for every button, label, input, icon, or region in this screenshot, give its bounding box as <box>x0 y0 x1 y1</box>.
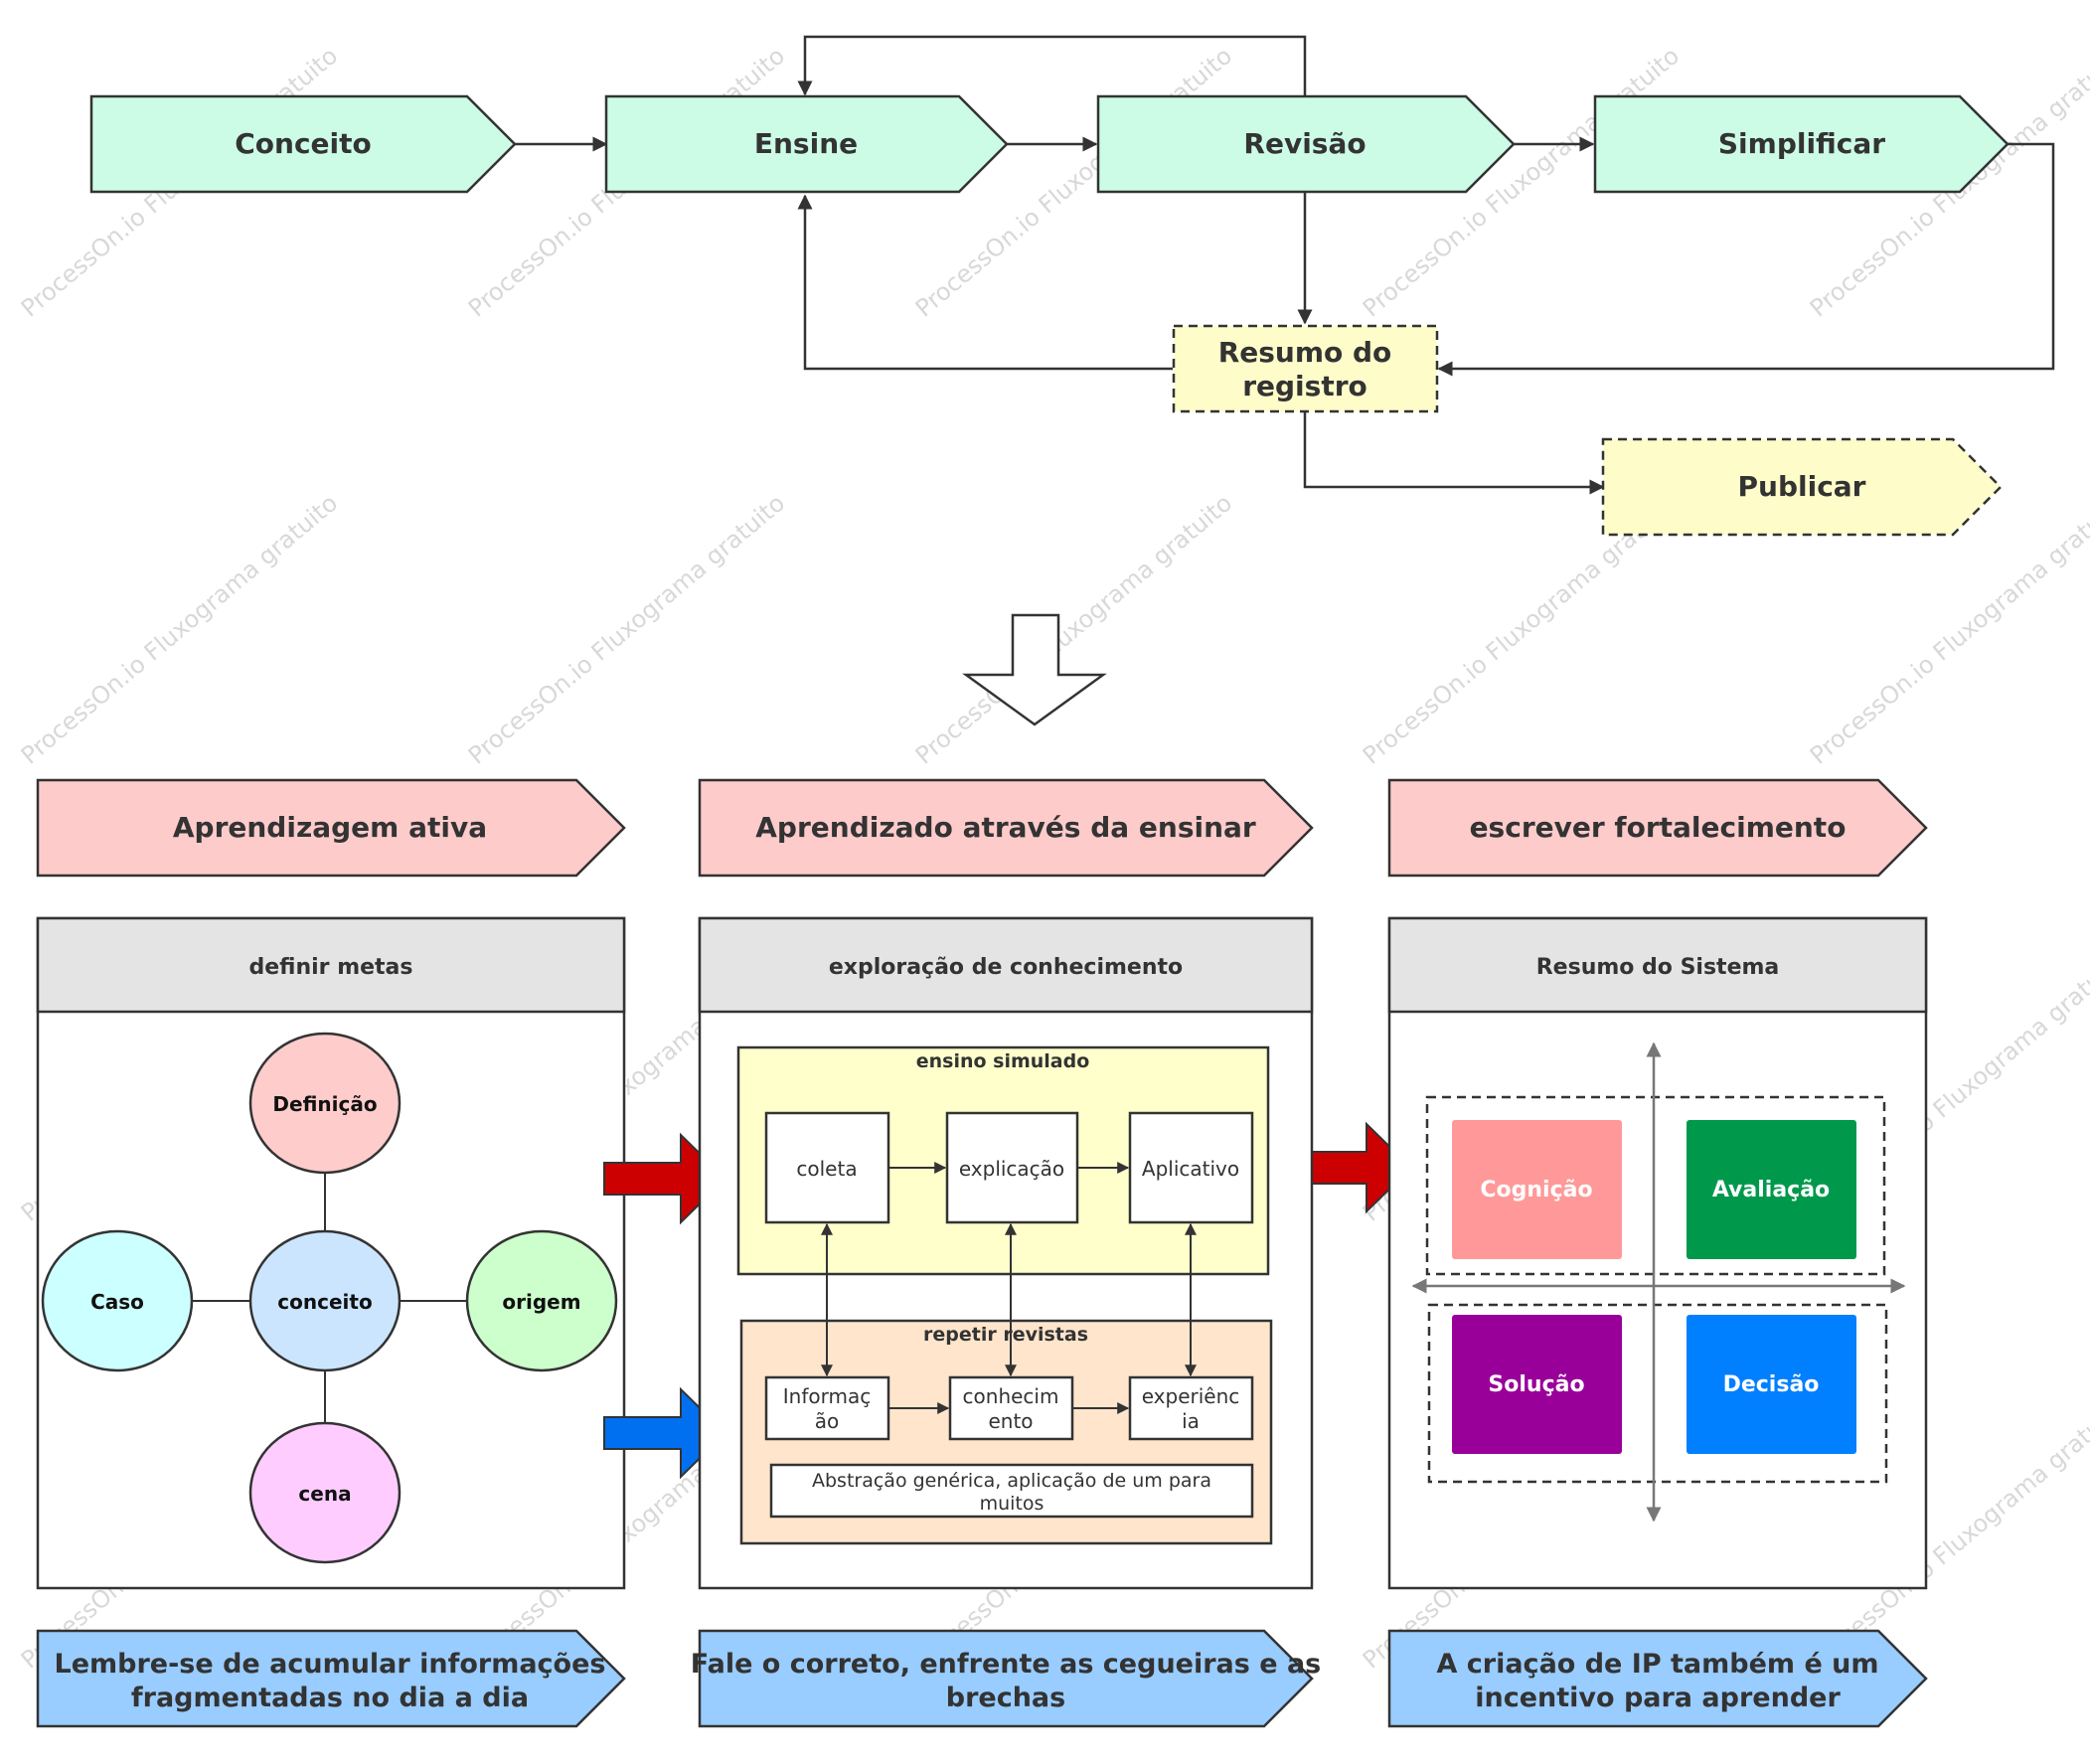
mindmap-node-conceito[interactable]: conceito <box>248 1229 402 1372</box>
panel-exploracao-conhecimento: exploração de conhecimento ensino simula… <box>698 916 1314 1590</box>
watermark: ProcessOn.io Fluxograma gratuito <box>463 489 790 770</box>
watermark: ProcessOn.io Fluxograma gratuito <box>16 489 343 770</box>
box-coleta-label: coleta <box>796 1157 857 1181</box>
node-simplificar-label: Simplificar <box>1718 127 1885 160</box>
connector-revisao-loop-ensine <box>797 35 1307 96</box>
connector-resumo-ensine <box>797 194 1173 371</box>
ensino-simulado-title: ensino simulado <box>916 1050 1090 1072</box>
column-footer-1-line1: Lembre-se de acumular informações <box>54 1649 605 1680</box>
box-experiencia-label-line2: ia <box>1182 1409 1200 1433</box>
quadrant-solucao[interactable]: Solução <box>1452 1315 1622 1454</box>
panel-1-title: definir metas <box>249 955 413 980</box>
column-footer-2-line1: Fale o correto, enfrente as cegueiras e … <box>691 1649 1322 1680</box>
node-resumo-label-line2: registro <box>1242 370 1367 402</box>
box-informacao-label-line2: ão <box>815 1409 840 1433</box>
mindmap-definicao-label: Definição <box>272 1092 377 1116</box>
down-arrow-outline <box>962 613 1107 726</box>
node-simplificar[interactable]: Simplificar <box>1593 94 2010 194</box>
box-abstracao-label-line1: Abstração genérica, aplicação de um para <box>812 1470 1211 1492</box>
connector-simplificar-resumo <box>1437 142 2055 377</box>
watermark: ProcessOn.io Fluxograma gratuito <box>910 489 1237 770</box>
column-footer-3-line2: incentivo para aprender <box>1475 1683 1841 1713</box>
node-conceito-label: Conceito <box>235 127 372 160</box>
mindmap-cena-label: cena <box>298 1482 351 1506</box>
box-informacao-label-line1: Informaç <box>783 1384 871 1408</box>
repetir-revistas-title: repetir revistas <box>923 1324 1088 1346</box>
quadrant-avaliacao[interactable]: Avaliação <box>1687 1120 1856 1259</box>
column-header-3-label: escrever fortalecimento <box>1470 811 1847 844</box>
node-revisao[interactable]: Revisão <box>1096 94 1516 194</box>
mindmap-node-cena[interactable]: cena <box>248 1421 402 1564</box>
box-coleta[interactable] <box>764 1111 890 1224</box>
column-footer-1: Lembre-se de acumular informações fragme… <box>36 1629 626 1728</box>
column-header-2: Aprendizado através da ensinar <box>698 778 1314 878</box>
column-header-1-label: Aprendizagem ativa <box>173 811 487 844</box>
top-flowchart: Conceito Ensine Revisão Simplificar Resu… <box>89 35 2055 537</box>
node-ensine[interactable]: Ensine <box>604 94 1009 194</box>
group-ensino-simulado: ensino simulado coleta explicação Aplica… <box>736 1045 1270 1276</box>
quadrant-solucao-label: Solução <box>1488 1372 1584 1397</box>
node-publicar[interactable]: Publicar <box>1601 437 2003 537</box>
mindmap-conceito-label: conceito <box>277 1290 372 1314</box>
box-experiencia-label-line1: experiênc <box>1142 1384 1240 1408</box>
node-resumo-registro[interactable]: Resumo do registro <box>1172 324 1439 413</box>
mindmap-caso-label: Caso <box>90 1290 144 1314</box>
connector-resumo-publicar <box>1303 411 1605 495</box>
mindmap-node-origem[interactable]: origem <box>465 1229 618 1372</box>
box-aplicativo[interactable] <box>1128 1111 1254 1224</box>
panel-definir-metas: definir metas Definição Caso conceito or… <box>36 916 626 1590</box>
panel-resumo-sistema: Resumo do Sistema Cognição Avaliação Sol… <box>1387 916 1928 1590</box>
column-header-3: escrever fortalecimento <box>1387 778 1928 878</box>
node-ensine-label: Ensine <box>754 127 858 160</box>
box-explicacao[interactable] <box>945 1111 1079 1224</box>
quadrant-avaliacao-label: Avaliação <box>1712 1178 1830 1203</box>
panel-3-title: Resumo do Sistema <box>1536 955 1780 980</box>
column-header-2-label: Aprendizado através da ensinar <box>755 811 1256 844</box>
box-aplicativo-label: Aplicativo <box>1142 1157 1239 1181</box>
node-revisao-label: Revisão <box>1243 127 1366 160</box>
group-repetir-revistas: repetir revistas Informaç ão conhecim en… <box>739 1319 1273 1545</box>
node-publicar-label: Publicar <box>1738 470 1866 503</box>
mindmap-node-definicao[interactable]: Definição <box>248 1032 402 1175</box>
node-resumo-label-line1: Resumo do <box>1218 336 1392 369</box>
column-footer-2: Fale o correto, enfrente as cegueiras e … <box>691 1629 1322 1728</box>
mindmap-origem-label: origem <box>502 1290 580 1314</box>
box-abstracao-label-line2: muitos <box>980 1493 1045 1515</box>
column-footer-2-line2: brechas <box>946 1683 1065 1713</box>
box-abstracao[interactable] <box>769 1463 1254 1519</box>
box-conhecimento[interactable] <box>948 1375 1074 1441</box>
box-conhecimento-label-line2: ento <box>988 1409 1033 1433</box>
quadrant-decisao-label: Decisão <box>1723 1372 1820 1397</box>
box-experiencia[interactable] <box>1128 1375 1254 1441</box>
column-footer-3-line1: A criação de IP também é um <box>1436 1649 1878 1680</box>
column-header-1: Aprendizagem ativa <box>36 778 626 878</box>
quadrant-cognicao[interactable]: Cognição <box>1452 1120 1622 1259</box>
column-footer-1-line2: fragmentadas no dia a dia <box>131 1683 529 1713</box>
quadrant-decisao[interactable]: Decisão <box>1687 1315 1856 1454</box>
mindmap-node-caso[interactable]: Caso <box>41 1229 194 1372</box>
box-conhecimento-label-line1: conhecim <box>963 1384 1059 1408</box>
column-footer-3: A criação de IP também é um incentivo pa… <box>1387 1629 1928 1728</box>
node-conceito[interactable]: Conceito <box>89 94 517 194</box>
box-explicacao-label: explicação <box>959 1157 1064 1181</box>
box-informacao[interactable] <box>764 1375 890 1441</box>
panel-2-title: exploração de conhecimento <box>829 955 1183 980</box>
quadrant-cognicao-label: Cognição <box>1480 1178 1592 1203</box>
